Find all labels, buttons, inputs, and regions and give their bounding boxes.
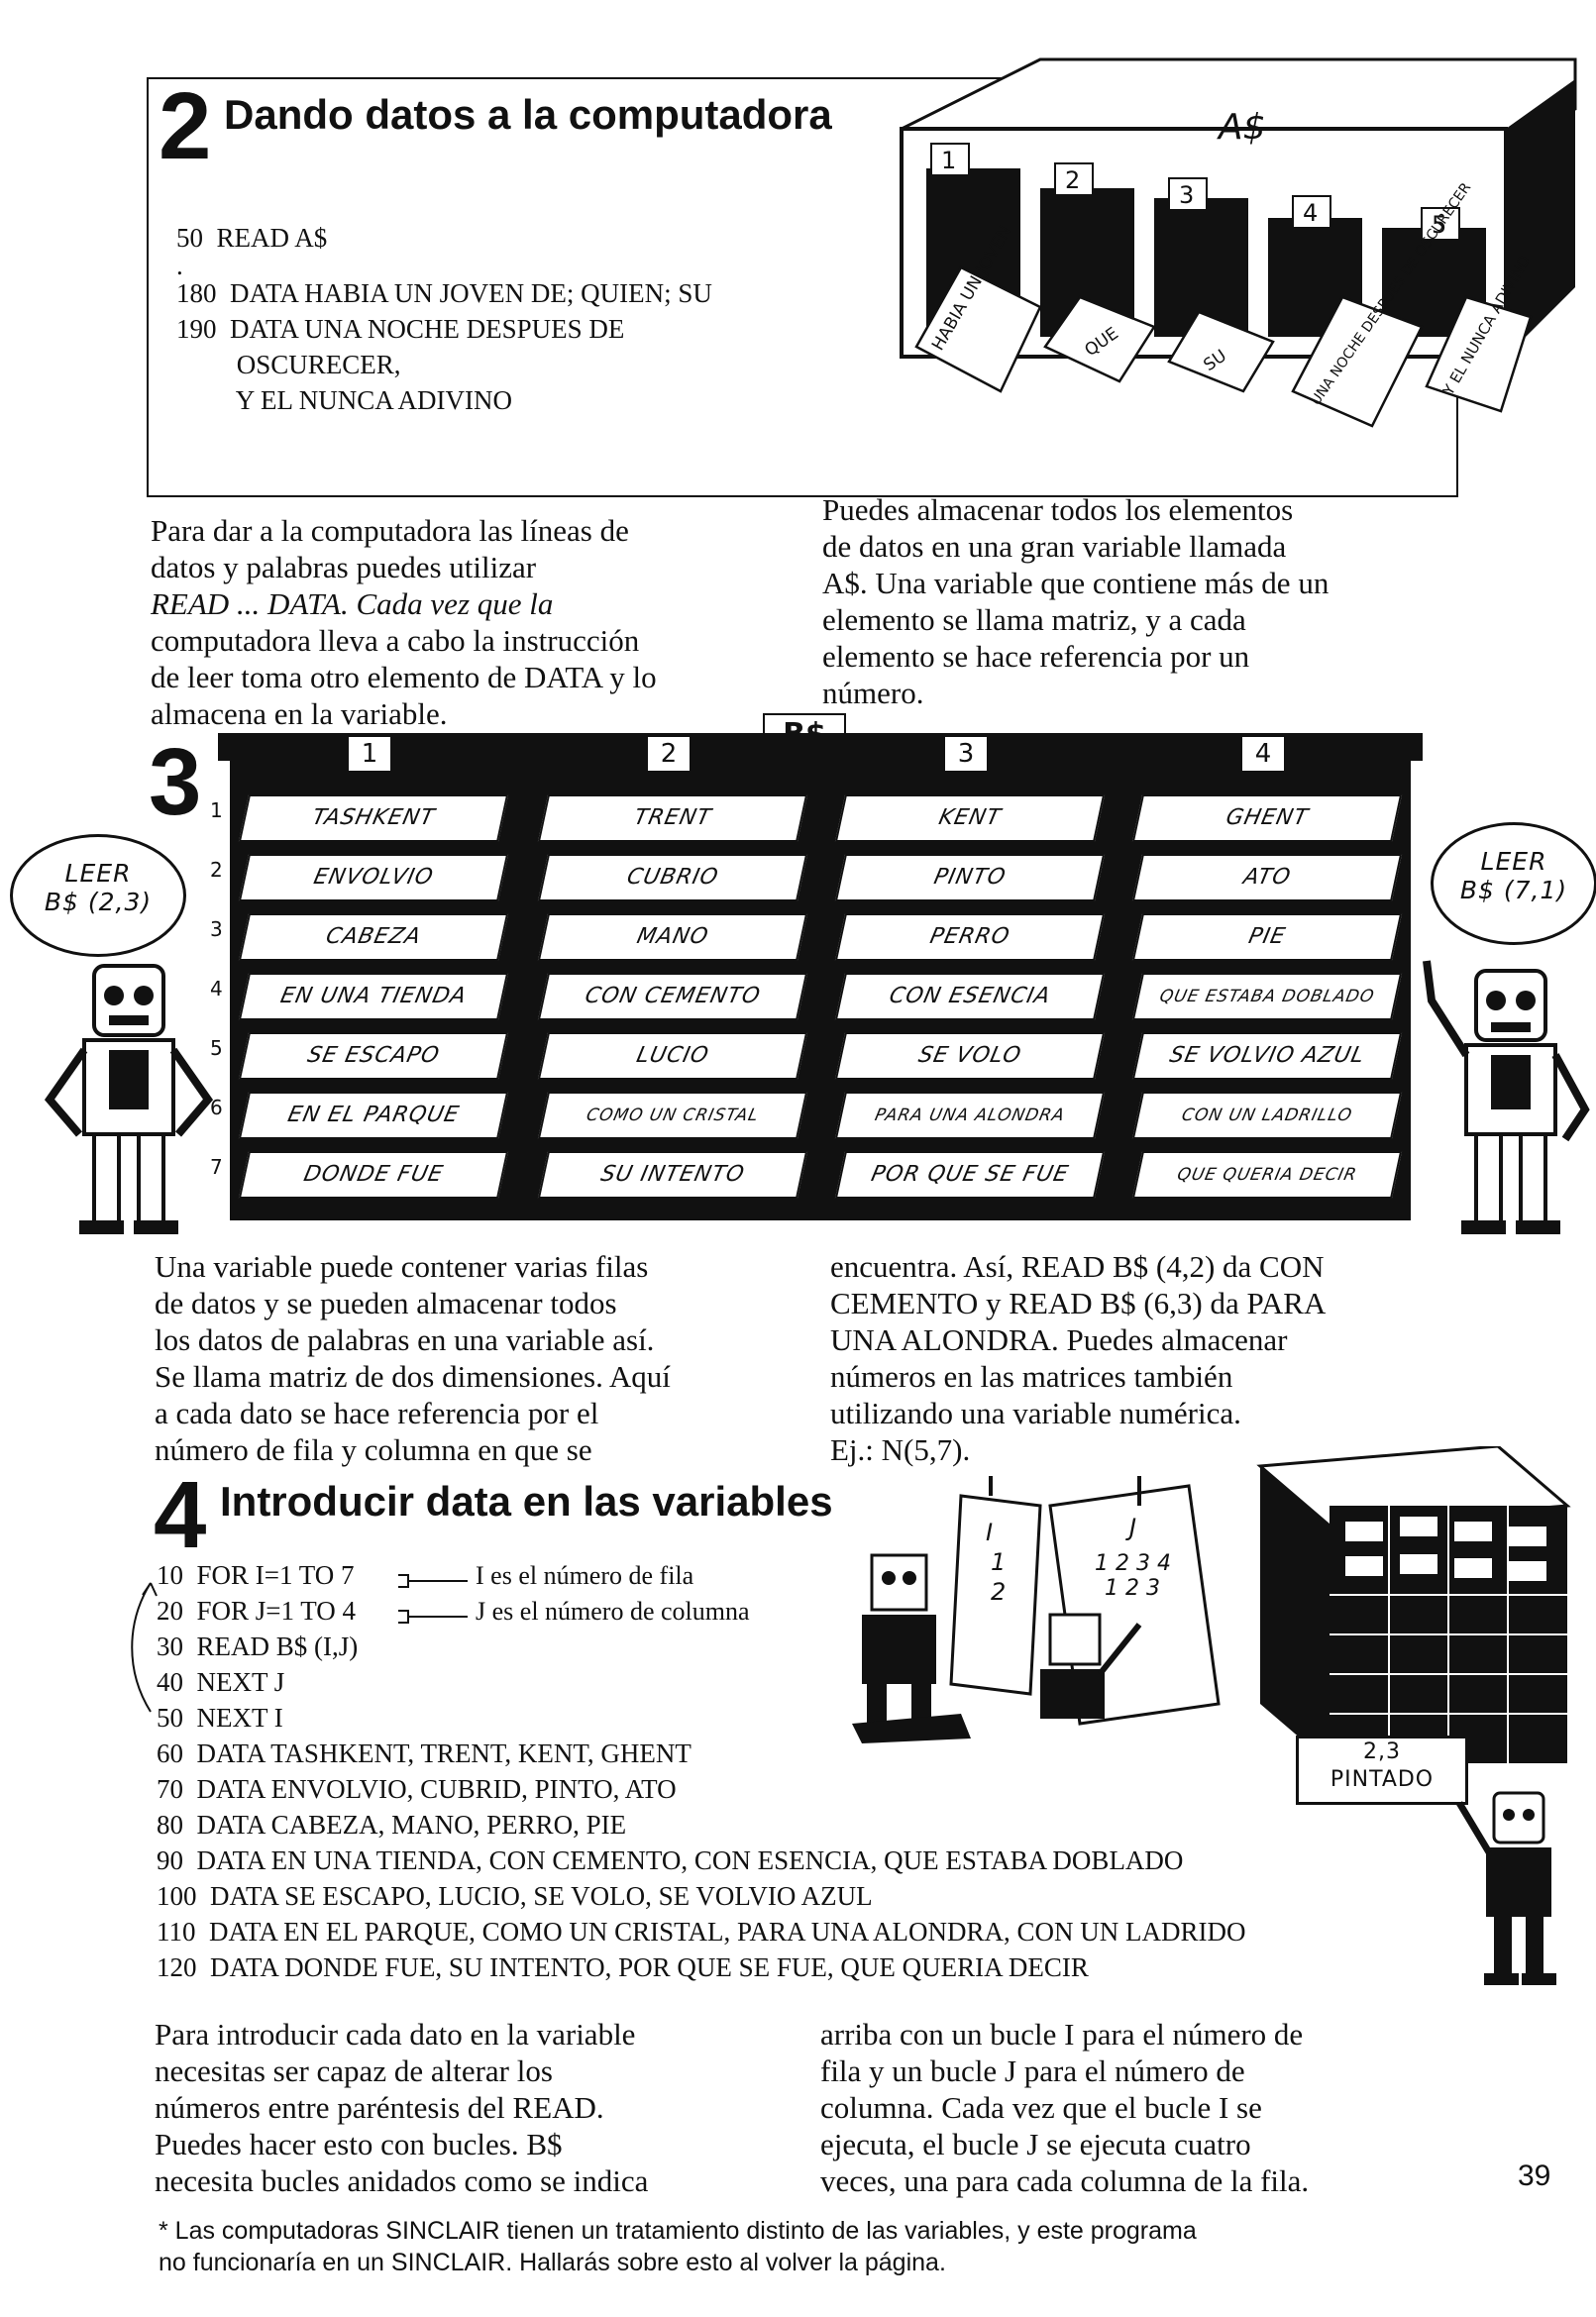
section-4-text-right: arriba con un bucle I para el número de … — [820, 2017, 1310, 2198]
code-line: 100 DATA SE ESCAPO, LUCIO, SE VOLO, SE V… — [157, 1881, 873, 1911]
section-2-title: Dando datos a la computadora — [224, 91, 832, 138]
grid-cell: TASHKENT — [238, 794, 509, 842]
column-number: 2 — [646, 735, 692, 773]
chalkboard-robots-illustration: I 1 2 J 1 2 3 4 1 2 3 — [852, 1476, 1221, 1743]
slot-number: 5 — [1432, 211, 1446, 239]
grid-cell: PARA UNA ALONDRA — [834, 1092, 1106, 1139]
section-2-code: 50 READ A$ . 180 DATA HABIA UN JOVEN DE;… — [176, 220, 712, 418]
svg-text:1 2 3 4: 1 2 3 4 — [1095, 1551, 1171, 1576]
row-number: 3 — [210, 917, 223, 941]
section-4-number: 4 — [154, 1462, 207, 1568]
column-number: 3 — [943, 735, 989, 773]
code-line: 70 DATA ENVOLVIO, CUBRID, PINTO, ATO — [157, 1774, 677, 1804]
drawer-cabinet-illustration: 1 2 3 4 5 A$ HABIA UN JOVEN QUE SU UNA N… — [900, 57, 1577, 428]
grid-cell: ATO — [1131, 854, 1403, 901]
grid-cell: EN EL PARQUE — [238, 1092, 509, 1139]
grid-cell: SE VOLO — [834, 1032, 1106, 1080]
speech-bubble-right: LEER B$ (7,1) — [1431, 822, 1596, 945]
row-number: 7 — [210, 1155, 223, 1179]
code-line: 40 NEXT J — [157, 1667, 285, 1697]
column-number: 1 — [347, 735, 392, 773]
robot-sign-illustration — [1455, 1791, 1556, 1985]
row-number: 5 — [210, 1036, 223, 1060]
section-4-text-left: Para introducir cada dato en la variable… — [155, 2017, 649, 2198]
sign: 2,3 PINTADO — [1296, 1736, 1468, 1805]
code-line: 20 FOR J=1 TO 4 — [157, 1596, 357, 1626]
svg-text:1: 1 — [991, 1548, 1006, 1576]
speech-bubble-left: LEER B$ (2,3) — [10, 834, 186, 957]
grid-cell: TRENT — [537, 794, 808, 842]
grid-cell: PINTO — [834, 854, 1106, 901]
code-line: 50 READ A$ — [176, 223, 328, 253]
section-2-number: 2 — [159, 73, 212, 179]
svg-text:2: 2 — [991, 1578, 1006, 1606]
slot-number: 4 — [1303, 199, 1318, 227]
grid-cell: MANO — [537, 913, 808, 961]
section-2-text-left: Para dar a la computadora las líneas de … — [151, 513, 657, 731]
slot-number: 1 — [941, 147, 956, 174]
row-number: 4 — [210, 977, 223, 1001]
robot-left-illustration — [44, 964, 214, 1234]
row-number: 6 — [210, 1096, 223, 1119]
code-line: 60 DATA TASHKENT, TRENT, KENT, GHENT — [157, 1738, 692, 1768]
code-line: . — [176, 251, 183, 280]
grid-cell: COMO UN CRISTAL — [537, 1092, 808, 1139]
grid-cell: SE VOLVIO AZUL — [1131, 1032, 1403, 1080]
page-number: 39 — [1518, 2159, 1551, 2192]
grid-cell: CON UN LADRILLO — [1131, 1092, 1403, 1139]
column-number: 4 — [1240, 735, 1286, 773]
shelf-top — [218, 733, 1423, 761]
drawer-label: A$ — [1217, 107, 1266, 148]
code-line: Y EL NUNCA ADIVINO — [176, 385, 512, 415]
code-line: 30 READ B$ (I,J) — [157, 1632, 359, 1661]
row-number: 2 — [210, 858, 223, 882]
section-3-number: 3 — [149, 729, 202, 835]
grid-cell: CON CEMENTO — [537, 973, 808, 1020]
code-line: 90 DATA EN UNA TIENDA, CON CEMENTO, CON … — [157, 1845, 1184, 1875]
code-line: 10 FOR I=1 TO 7 — [157, 1560, 355, 1590]
note-i: I es el número de fila — [476, 1561, 694, 1590]
grid-cell: CABEZA — [238, 913, 509, 961]
grid-cell: SE ESCAPO — [238, 1032, 509, 1080]
small-shelf-illustration — [1256, 1446, 1571, 1763]
code-line: 80 DATA CABEZA, MANO, PERRO, PIE — [157, 1810, 627, 1840]
code-line: 180 DATA HABIA UN JOVEN DE; QUIEN; SU — [176, 278, 712, 308]
code-line: 120 DATA DONDE FUE, SU INTENTO, POR QUE … — [157, 1952, 1089, 1982]
grid-cell: ENVOLVIO — [238, 854, 509, 901]
grid-cell: CON ESENCIA — [834, 973, 1106, 1020]
board-j-header: J — [1125, 1514, 1136, 1541]
robot-right-illustration — [1423, 960, 1590, 1234]
board-i-header: I — [986, 1519, 993, 1546]
grid-cell: PERRO — [834, 913, 1106, 961]
grid-cell: DONDE FUE — [238, 1151, 509, 1199]
section-4-title: Introducir data en las variables — [220, 1478, 833, 1525]
grid-cell: EN UNA TIENDA — [238, 973, 509, 1020]
grid-cell: QUE QUERIA DECIR — [1131, 1151, 1403, 1199]
slot-number: 3 — [1179, 181, 1194, 209]
grid-cell: KENT — [834, 794, 1106, 842]
footnote: * Las computadoras SINCLAIR tienen un tr… — [159, 2217, 1197, 2276]
section-4-code: 10 FOR I=1 TO 7 20 FOR J=1 TO 4 30 READ … — [157, 1557, 1246, 1985]
section-3-text-right: encuentra. Así, READ B$ (4,2) da CON CEM… — [830, 1249, 1327, 1467]
grid-cell: POR QUE SE FUE — [834, 1151, 1106, 1199]
grid-cell: QUE ESTABA DOBLADO — [1131, 973, 1403, 1020]
note-j: J es el número de columna — [476, 1597, 750, 1626]
code-line: 110 DATA EN EL PARQUE, COMO UN CRISTAL, … — [157, 1917, 1246, 1947]
svg-text:1 2 3: 1 2 3 — [1105, 1576, 1160, 1601]
loop-annotation-lines — [131, 1574, 468, 1713]
grid-cell: PIE — [1131, 913, 1403, 961]
code-line: OSCURECER, — [176, 350, 401, 379]
section-3-text-left: Una variable puede contener varias filas… — [155, 1249, 671, 1467]
grid-cell: LUCIO — [537, 1032, 808, 1080]
row-number: 1 — [210, 798, 223, 822]
grid-cell: GHENT — [1131, 794, 1403, 842]
code-line: 50 NEXT I — [157, 1703, 283, 1733]
section-2-text-right: Puedes almacenar todos los elementos de … — [822, 492, 1330, 710]
grid-cell: SU INTENTO — [537, 1151, 808, 1199]
grid-cell: CUBRIO — [537, 854, 808, 901]
slot-number: 2 — [1065, 166, 1080, 194]
code-line: 190 DATA UNA NOCHE DESPUES DE — [176, 314, 625, 344]
